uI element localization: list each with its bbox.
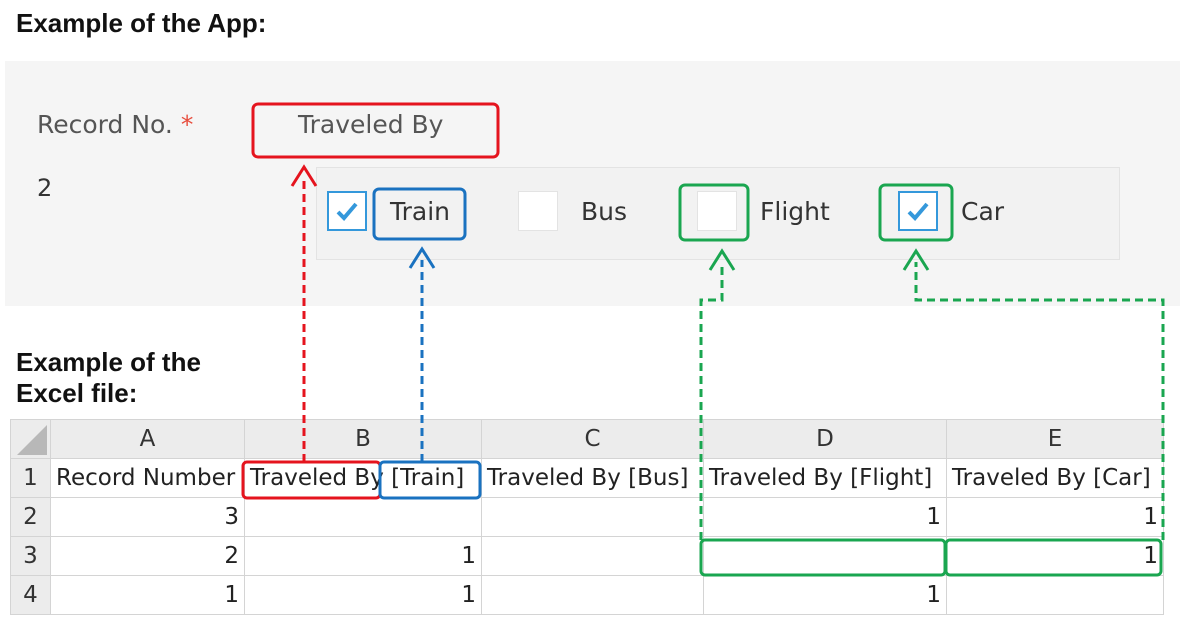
car-checkbox[interactable] — [898, 191, 938, 231]
cell-c1[interactable]: Traveled By [Bus] — [481, 458, 704, 498]
column-header-row: A B C D E — [10, 419, 1164, 459]
car-mapping-arrow — [914, 262, 1165, 540]
cell-b4[interactable]: 1 — [244, 575, 482, 615]
field-label-highlight-box — [251, 102, 500, 159]
cell-b3[interactable]: 1 — [244, 536, 482, 576]
app-example-heading: Example of the App: — [16, 8, 267, 38]
column-header-e[interactable]: E — [946, 419, 1164, 459]
check-icon — [336, 202, 358, 221]
column-header-c[interactable]: C — [481, 419, 704, 459]
table-row: 2 3 1 1 — [10, 497, 1164, 537]
column-header-d[interactable]: D — [703, 419, 947, 459]
row-header[interactable]: 4 — [10, 575, 51, 615]
excel-flight-cell-highlight-box — [699, 538, 947, 577]
bus-checkbox[interactable] — [518, 191, 558, 231]
cell-d2[interactable]: 1 — [703, 497, 947, 537]
flight-option-label: Flight — [760, 197, 830, 226]
arrow-head-icon — [708, 248, 736, 271]
check-icon — [907, 202, 929, 221]
car-option-label: Car — [961, 197, 1005, 226]
train-option-label: Train — [390, 197, 450, 226]
cell-b1[interactable]: Traveled By [Train] — [244, 458, 482, 498]
arrow-head-icon — [902, 248, 930, 271]
traveled-by-field-label: Traveled By — [298, 110, 444, 139]
excel-sheet: A B C D E 1 Record Number Traveled By [T… — [10, 419, 1164, 619]
flight-mapping-arrow — [699, 262, 724, 540]
bus-option-label: Bus — [581, 197, 628, 226]
column-header-a[interactable]: A — [50, 419, 245, 459]
cell-a4[interactable]: 1 — [50, 575, 245, 615]
row-header[interactable]: 1 — [10, 458, 51, 498]
cell-d4[interactable]: 1 — [703, 575, 947, 615]
excel-heading-line-2: Excel file: — [16, 378, 138, 408]
train-option-highlight-box — [372, 187, 467, 241]
cell-e1[interactable]: Traveled By [Car] — [946, 458, 1164, 498]
car-checkbox-highlight-box — [878, 183, 954, 242]
flight-checkbox[interactable] — [697, 191, 737, 231]
cell-c4[interactable] — [481, 575, 704, 615]
corner-triangle-icon — [17, 425, 47, 455]
excel-car-cell-highlight-box — [944, 538, 1163, 577]
flight-checkbox-highlight-box — [678, 183, 750, 242]
record-number-label-text: Record No. — [37, 110, 173, 139]
table-row: 1 Record Number Traveled By [Train] Trav… — [10, 458, 1164, 498]
select-all-corner[interactable] — [10, 419, 51, 459]
column-header-b[interactable]: B — [244, 419, 482, 459]
cell-a1[interactable]: Record Number — [50, 458, 245, 498]
required-asterisk: * — [180, 110, 194, 139]
cell-a3[interactable]: 2 — [50, 536, 245, 576]
cell-e2[interactable]: 1 — [946, 497, 1164, 537]
arrow-head-icon — [408, 246, 436, 269]
excel-heading-line-1: Example of the — [16, 347, 201, 377]
train-checkbox[interactable] — [327, 191, 367, 231]
arrow-head-icon — [290, 164, 318, 187]
table-row: 4 1 1 1 — [10, 575, 1164, 615]
excel-grid: A B C D E 1 Record Number Traveled By [T… — [10, 419, 1164, 615]
excel-train-highlight-box — [378, 460, 482, 500]
cell-d1[interactable]: Traveled By [Flight] — [703, 458, 947, 498]
record-number-value: 2 — [37, 174, 53, 202]
record-number-label: Record No.* — [37, 110, 193, 140]
excel-field-name-highlight-box — [241, 460, 382, 500]
cell-a2[interactable]: 3 — [50, 497, 245, 537]
excel-example-heading: Example of the Excel file: — [16, 347, 201, 409]
